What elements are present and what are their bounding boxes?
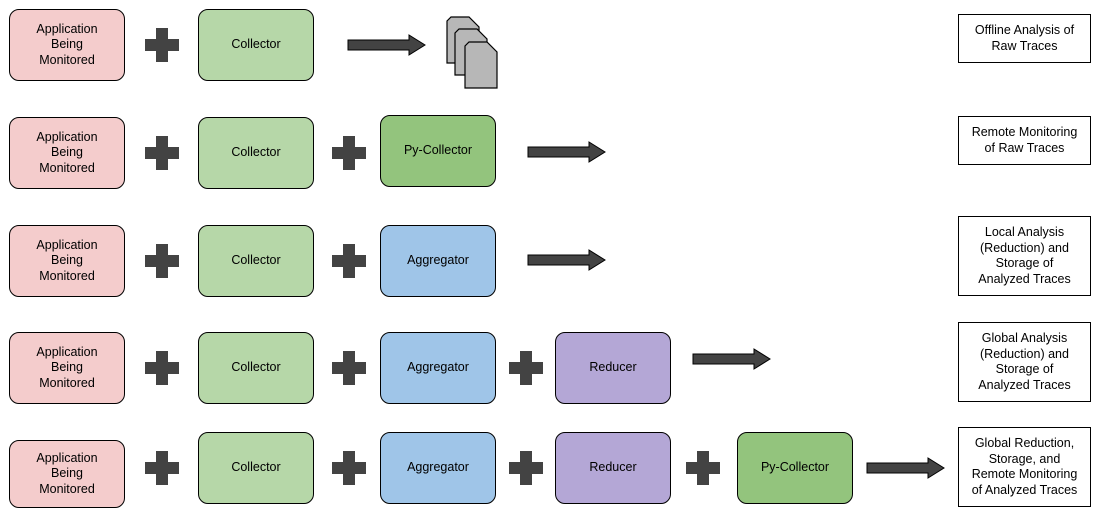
plus-icon (145, 28, 179, 62)
plus-icon (509, 351, 543, 385)
result-label-row2: Remote Monitoring of Raw Traces (958, 116, 1091, 165)
collector-label: Collector (231, 37, 281, 52)
application-label: Application Being Monitored (36, 129, 98, 175)
aggregator-label: Aggregator (407, 360, 469, 375)
reducer-box-row5: Reducer (555, 432, 671, 504)
aggregator-box-row3: Aggregator (380, 225, 496, 297)
reducer-label: Reducer (589, 360, 637, 375)
result-label-row1: Offline Analysis of Raw Traces (958, 14, 1091, 63)
application-box-row5: Application Being Monitored (9, 440, 125, 508)
aggregator-label: Aggregator (407, 253, 469, 268)
collector-label: Collector (231, 460, 281, 475)
plus-icon (332, 351, 366, 385)
plus-icon (145, 351, 179, 385)
py-collector-label: Py-Collector (403, 143, 473, 158)
trace-files-icon (446, 16, 498, 89)
application-box-row3: Application Being Monitored (9, 225, 125, 297)
right-arrow-icon (527, 141, 606, 163)
plus-icon (332, 244, 366, 278)
aggregator-label: Aggregator (407, 460, 469, 475)
result-label-row4: Global Analysis (Reduction) and Storage … (958, 322, 1091, 402)
application-label: Application Being Monitored (36, 450, 98, 496)
py-collector-box-row5: Py-Collector (737, 432, 853, 504)
right-arrow-icon (527, 249, 606, 271)
application-box-row1: Application Being Monitored (9, 9, 125, 81)
plus-icon (145, 451, 179, 485)
plus-icon (332, 451, 366, 485)
collector-box-row1: Collector (198, 9, 314, 81)
reducer-label: Reducer (589, 460, 637, 475)
result-label-row3: Local Analysis (Reduction) and Storage o… (958, 216, 1091, 296)
application-box-row4: Application Being Monitored (9, 332, 125, 404)
collector-label: Collector (231, 253, 281, 268)
collector-label: Collector (231, 360, 281, 375)
collector-box-row2: Collector (198, 117, 314, 189)
result-label-row5: Global Reduction, Storage, and Remote Mo… (958, 427, 1091, 507)
collector-box-row4: Collector (198, 332, 314, 404)
aggregator-box-row4: Aggregator (380, 332, 496, 404)
plus-icon (145, 136, 179, 170)
collector-label: Collector (231, 145, 281, 160)
py-collector-label: Py-Collector (760, 460, 830, 475)
application-label: Application Being Monitored (36, 21, 98, 67)
plus-icon (145, 244, 179, 278)
application-label: Application Being Monitored (36, 237, 98, 283)
collector-box-row3: Collector (198, 225, 314, 297)
right-arrow-icon (347, 34, 426, 56)
py-collector-box-row2: Py-Collector (380, 115, 496, 187)
application-box-row2: Application Being Monitored (9, 117, 125, 189)
collector-box-row5: Collector (198, 432, 314, 504)
plus-icon (509, 451, 543, 485)
aggregator-box-row5: Aggregator (380, 432, 496, 504)
plus-icon (686, 451, 720, 485)
plus-icon (332, 136, 366, 170)
right-arrow-icon (692, 348, 771, 370)
reducer-box-row4: Reducer (555, 332, 671, 404)
application-label: Application Being Monitored (36, 344, 98, 390)
right-arrow-icon (866, 457, 945, 479)
